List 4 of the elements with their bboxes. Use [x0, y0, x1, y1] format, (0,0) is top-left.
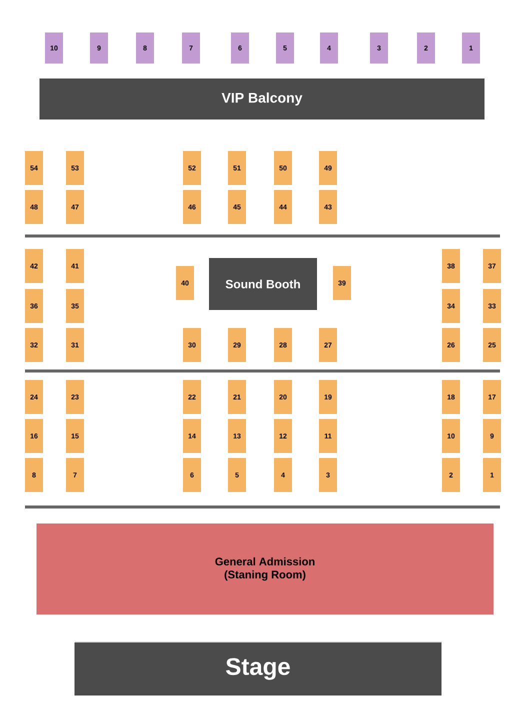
stage-area: Stage	[74, 642, 442, 696]
general-admission-area: General Admission (Staning Room)	[36, 524, 494, 614]
sound-booth: Sound Booth	[209, 258, 317, 310]
balcony-area: VIP Balcony	[40, 78, 484, 120]
